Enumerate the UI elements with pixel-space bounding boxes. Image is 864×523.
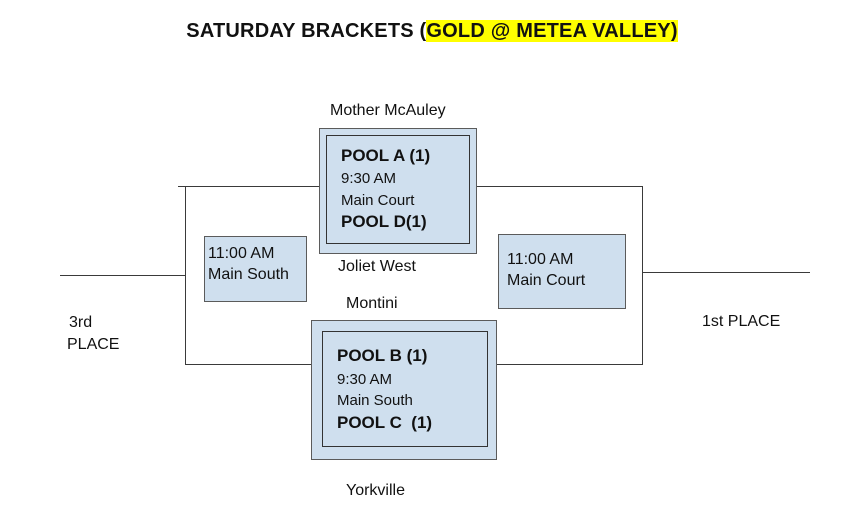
match-box-top-inner: POOL A (1) 9:30 AM Main Court POOL D(1) (326, 135, 470, 244)
championship-time: 11:00 AM (507, 251, 574, 268)
match-bottom-time: 9:30 AM (337, 371, 393, 388)
bracket-line-third-place (60, 275, 186, 276)
pool-d-label: POOL D(1) (341, 212, 427, 231)
pool-c-label: POOL C (1) (337, 413, 433, 432)
title-prefix: SATURDAY BRACKETS ( (186, 20, 427, 42)
third-place-line1: 3rd (69, 314, 93, 331)
match-box-bottom-inner: POOL B (1) 9:30 AM Main South POOL C (1) (322, 331, 488, 447)
third-place-line2: PLACE (67, 336, 120, 353)
bracket-line-bottom-left (185, 364, 320, 365)
championship-game-box: 11:00 AM Main Court (498, 234, 626, 309)
consolation-court: Main South (208, 266, 289, 283)
pool-a-label: POOL A (1) (341, 146, 431, 165)
bracket-line-top-left (178, 186, 321, 187)
team-yorkville: Yorkville (346, 482, 405, 499)
consolation-time: 11:00 AM (208, 245, 275, 262)
bracket-line-bottom-right (488, 364, 643, 365)
page-title: SATURDAY BRACKETS (GOLD @ METEA VALLEY) (0, 20, 864, 43)
match-box-top: POOL A (1) 9:30 AM Main Court POOL D(1) (319, 128, 477, 254)
bracket-line-top-right (463, 186, 643, 187)
third-place-label: 3rd PLACE (67, 312, 119, 356)
match-bottom-court: Main South (337, 392, 413, 409)
match-box-bottom: POOL B (1) 9:30 AM Main South POOL C (1) (311, 320, 497, 460)
match-top-time: 9:30 AM (341, 170, 397, 187)
championship-court: Main Court (507, 272, 586, 289)
title-highlight: GOLD @ METEA VALLEY) (426, 20, 678, 42)
bracket-line-right-vertical (642, 186, 643, 364)
bracket-line-first-place (642, 272, 810, 273)
team-joliet-west: Joliet West (338, 258, 416, 275)
consolation-game-box: 11:00 AM Main South (204, 236, 307, 302)
team-mother-mcauley: Mother McAuley (330, 102, 446, 119)
team-montini: Montini (346, 295, 398, 312)
match-top-court: Main Court (341, 192, 415, 209)
pool-b-label: POOL B (1) (337, 346, 428, 365)
first-place-label: 1st PLACE (702, 313, 781, 330)
